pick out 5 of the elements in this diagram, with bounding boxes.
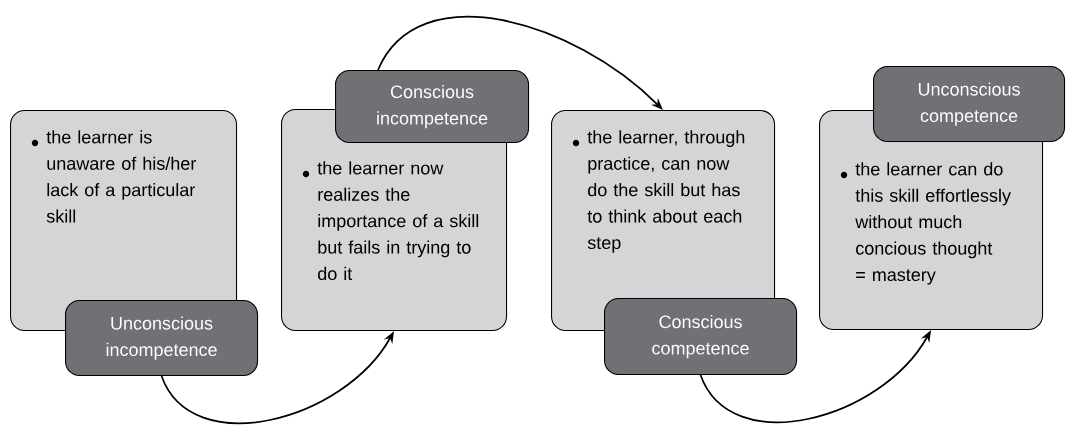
stage-label: Unconscious competence [873, 66, 1066, 143]
stage-label: Conscious incompetence [335, 70, 530, 144]
stage-label: Conscious competence [604, 298, 798, 376]
stage-label: Unconscious incompetence [65, 300, 259, 377]
curved-arrow [377, 16, 663, 110]
